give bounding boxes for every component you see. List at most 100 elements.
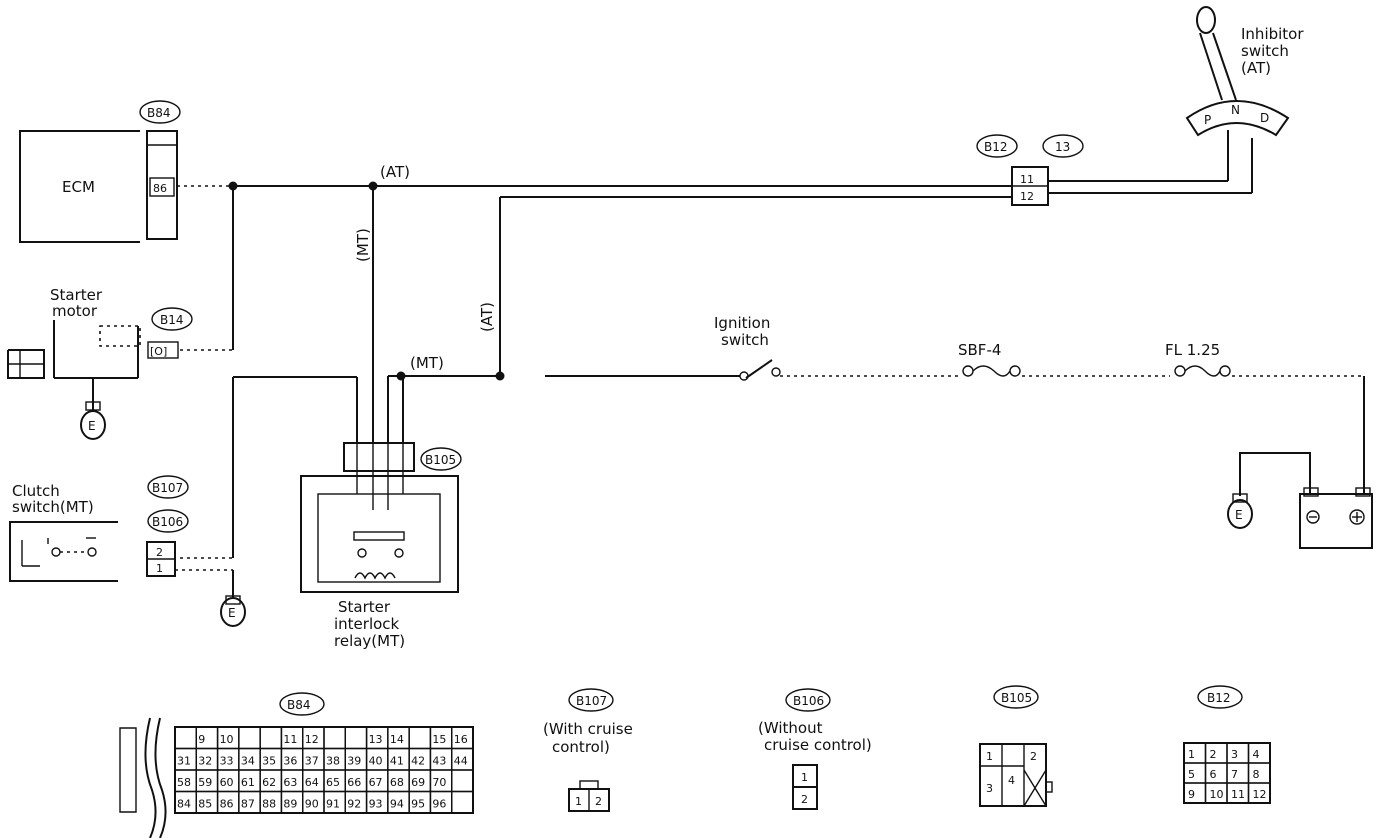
svg-text:Ignition: Ignition [714, 314, 770, 332]
svg-text:switch(MT): switch(MT) [12, 498, 94, 516]
svg-text:cruise control): cruise control) [764, 736, 872, 754]
label-mt-vertical: (MT) [354, 228, 372, 262]
b84-pin-cell [451, 790, 474, 814]
b84-pin-number: 64 [305, 776, 319, 789]
svg-text:Starter: Starter [50, 286, 103, 304]
b84-pin-number: 96 [432, 798, 446, 811]
svg-text:4: 4 [1008, 774, 1015, 787]
b84-pin-number: 92 [347, 798, 361, 811]
b84-pin-number: 63 [283, 776, 297, 789]
b84-pin-number: 66 [347, 776, 361, 789]
b84-pin-cell [259, 726, 283, 750]
connector-view-b106: B106 (Without cruise control) 1 2 [758, 688, 872, 810]
ground-starter: E [80, 401, 106, 440]
b84-pin-cell [238, 726, 261, 750]
svg-text:11: 11 [1020, 173, 1034, 186]
b12-pin-number: 8 [1253, 768, 1260, 781]
b84-pin-number: 94 [390, 798, 404, 811]
b12-pin-cell [1247, 782, 1271, 804]
svg-text:12: 12 [1020, 190, 1034, 203]
b84-pin-number: 60 [220, 776, 234, 789]
b12-pin-number: 4 [1253, 748, 1260, 761]
svg-text:B84: B84 [147, 106, 171, 120]
b84-pin-number: 61 [241, 776, 255, 789]
svg-text:SBF-4: SBF-4 [958, 341, 1001, 359]
svg-text:[O]: [O] [150, 345, 167, 358]
label-at-top: (AT) [380, 163, 410, 181]
b84-pin-number: 12 [305, 733, 319, 746]
svg-text:1: 1 [801, 771, 808, 784]
b84-pin-number: 33 [220, 755, 234, 768]
label-mt-horizontal: (MT) [410, 354, 444, 372]
starter-motor: [O] Starter motor [7, 286, 179, 410]
b84-pin-number: 40 [369, 755, 383, 768]
svg-text:B106: B106 [793, 694, 824, 708]
svg-text:relay(MT): relay(MT) [334, 632, 405, 650]
svg-text:B12: B12 [984, 140, 1008, 154]
gear-n: N [1231, 103, 1240, 117]
b84-pin-number: 36 [283, 755, 297, 768]
ecm-pin-86: 86 [153, 182, 167, 195]
svg-text:1: 1 [156, 562, 163, 575]
b84-pin-number: 59 [198, 776, 212, 789]
connector-tag-b105: B105 [420, 447, 462, 471]
clutch-switch: Clutch switch(MT) 2 1 [9, 482, 176, 582]
b84-pin-number: 35 [262, 755, 276, 768]
svg-text:B14: B14 [160, 313, 184, 327]
b12-pin-number: 5 [1188, 768, 1195, 781]
b84-pin-number: 91 [326, 798, 340, 811]
gear-d: D [1260, 111, 1269, 125]
b84-pin-number: 69 [411, 776, 425, 789]
svg-text:Clutch: Clutch [12, 482, 60, 500]
svg-text:interlock: interlock [334, 615, 400, 633]
b84-pin-number: 70 [432, 776, 446, 789]
b12-pin-number: 12 [1253, 788, 1267, 801]
svg-text:B107: B107 [576, 694, 607, 708]
svg-text:(Without: (Without [758, 719, 823, 737]
b12-pin-number: 2 [1210, 748, 1217, 761]
svg-text:switch: switch [1241, 42, 1289, 60]
junction-dot [495, 371, 505, 381]
ecm-label: ECM [62, 178, 95, 196]
b84-pin-number: 87 [241, 798, 255, 811]
svg-text:2: 2 [156, 546, 163, 559]
connector-tag-b107: B107 [147, 475, 189, 499]
connector-view-b105: B105 1 3 4 2 [979, 685, 1053, 807]
svg-text:switch: switch [721, 331, 769, 349]
svg-text:E: E [88, 419, 96, 433]
b84-pin-number: 44 [454, 755, 468, 768]
ecm-block: ECM 86 [19, 130, 178, 243]
ground-clutch: E [220, 595, 246, 627]
b84-pin-number: 16 [454, 733, 468, 746]
ignition-switch: Ignition switch [714, 314, 781, 381]
b84-pin-number: 85 [198, 798, 212, 811]
svg-text:Starter: Starter [338, 598, 391, 616]
b84-pin-number: 34 [241, 755, 255, 768]
svg-text:B12: B12 [1207, 691, 1231, 705]
b84-pin-number: 62 [262, 776, 276, 789]
junction-dot [396, 371, 406, 381]
b84-pin-number: 90 [305, 798, 319, 811]
b84-pin-cell [323, 726, 346, 750]
b84-pin-cell [451, 769, 474, 793]
b84-pin-number: 15 [432, 733, 446, 746]
b84-pin-number: 38 [326, 755, 340, 768]
svg-text:FL 1.25: FL 1.25 [1165, 341, 1220, 359]
svg-text:B107: B107 [152, 481, 183, 495]
svg-text:2: 2 [1030, 750, 1037, 763]
svg-text:B106: B106 [152, 515, 183, 529]
b12-pin-number: 9 [1188, 788, 1195, 801]
b12-pin-number: 1 [1188, 748, 1195, 761]
svg-text:13: 13 [1055, 140, 1070, 154]
inhibitor-switch: P N D Inhibitor switch (AT) [1185, 6, 1304, 137]
svg-text:E: E [1235, 508, 1243, 522]
b84-pin-number: 67 [369, 776, 383, 789]
svg-text:1: 1 [575, 795, 582, 808]
b84-pin-cell [174, 726, 197, 750]
b12-pin-number: 11 [1231, 788, 1245, 801]
svg-text:2: 2 [801, 793, 808, 806]
b84-pin-number: 37 [305, 755, 319, 768]
b12-pin-number: 3 [1231, 748, 1238, 761]
